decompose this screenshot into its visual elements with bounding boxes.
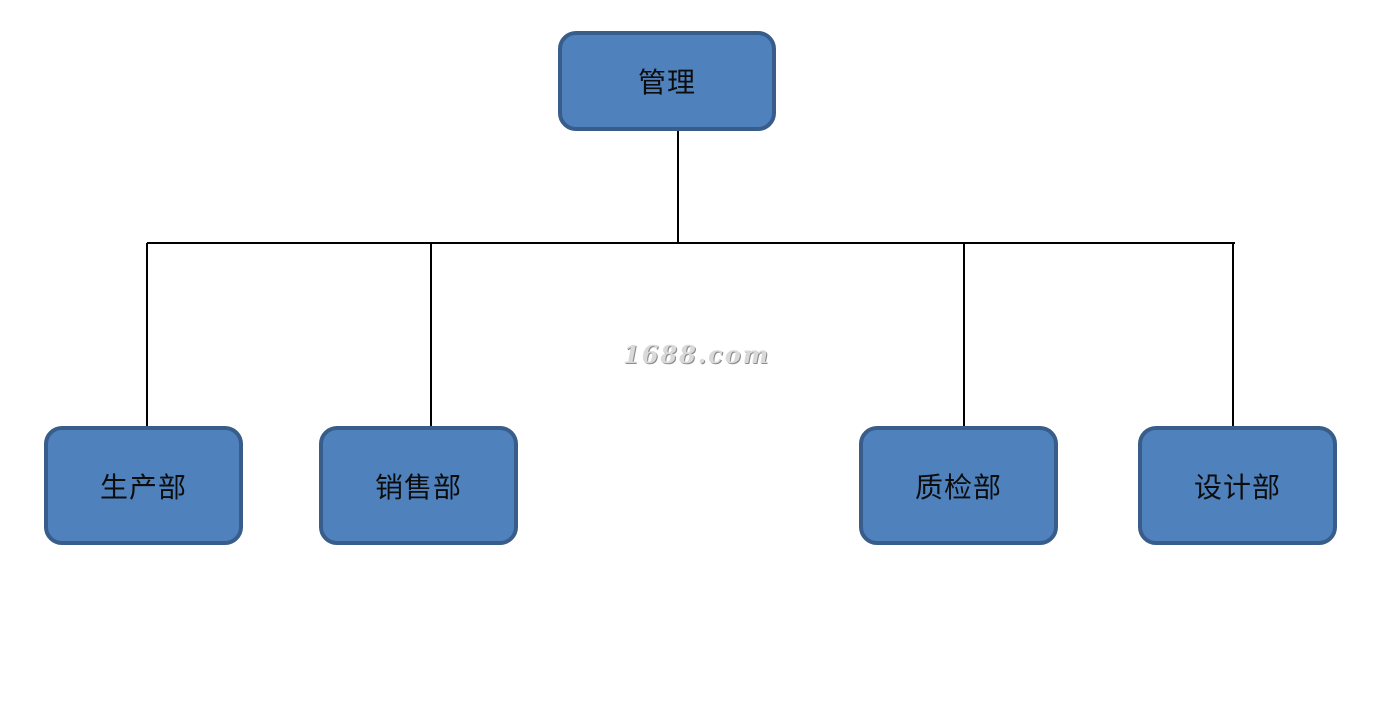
root-node-label: 管理 <box>637 66 696 99</box>
child-node-production: 生产部 <box>44 426 243 545</box>
child-node-design: 设计部 <box>1138 426 1337 545</box>
watermark-text: 1688.com <box>623 340 771 369</box>
child-node-sales: 销售部 <box>319 426 518 545</box>
root-node-management: 管理 <box>558 31 776 131</box>
child-node-quality: 质检部 <box>859 426 1058 545</box>
child-node-label: 设计部 <box>1193 470 1281 504</box>
child-node-label: 质检部 <box>914 470 1002 504</box>
child-node-label: 生产部 <box>99 470 187 504</box>
child-node-label: 销售部 <box>374 470 462 504</box>
